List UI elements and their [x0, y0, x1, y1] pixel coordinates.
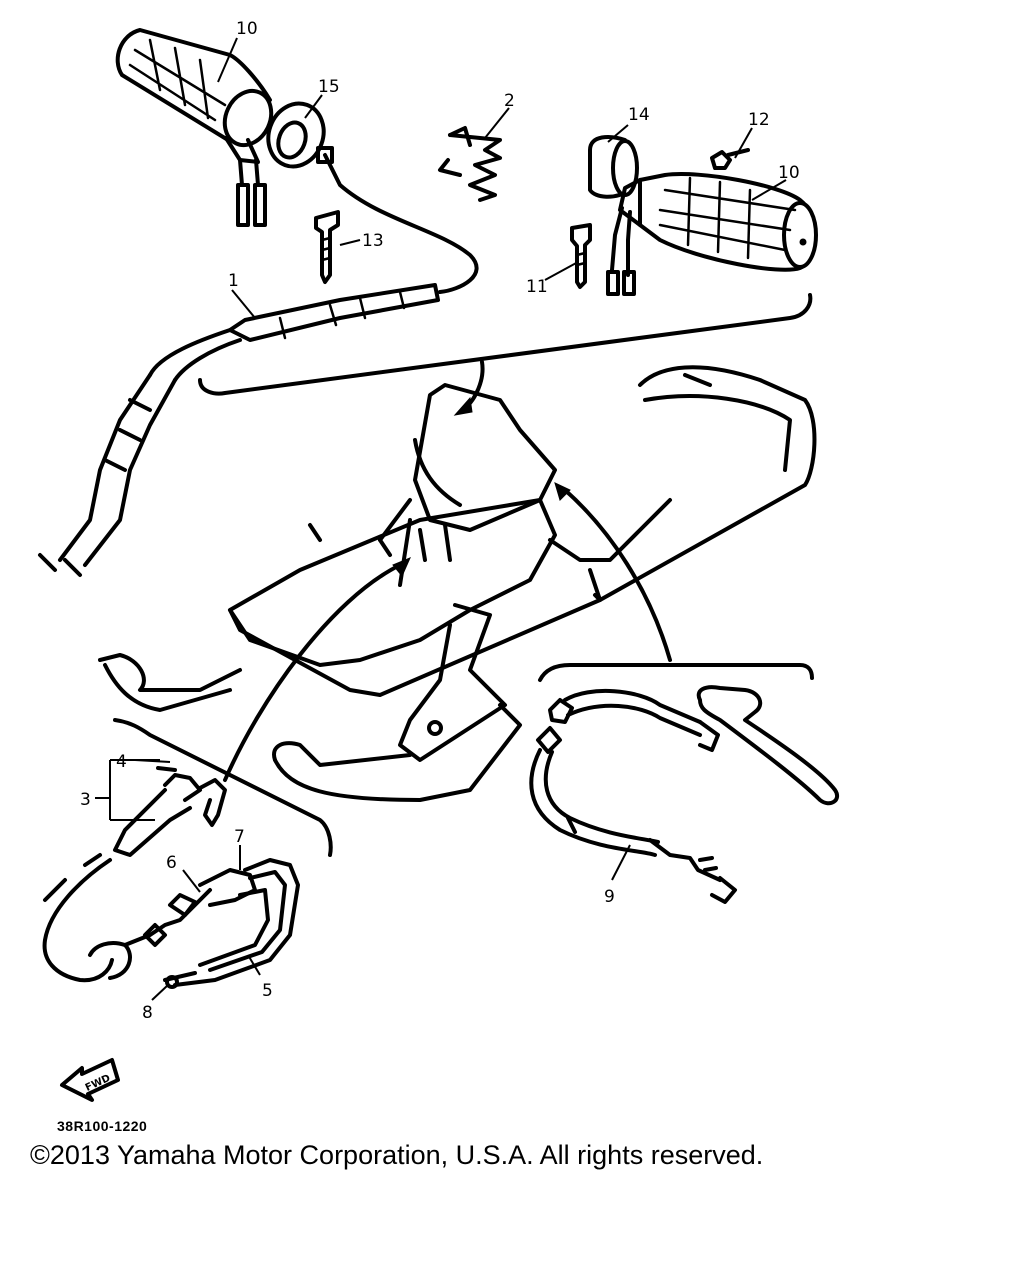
throttle-cable-assembly	[38, 146, 479, 577]
callout-8: 8	[142, 1003, 153, 1023]
brake-cable	[529, 689, 737, 904]
callout-10-left: 10	[236, 19, 258, 39]
brake-lever	[696, 685, 840, 806]
spacer	[588, 135, 639, 199]
handlebar-group-bracket	[198, 293, 813, 396]
throttle-cable	[42, 853, 300, 989]
callout-14: 14	[628, 105, 650, 125]
callouts: 10 15 2 14 12 10 13 11 1 4 3 7 6 5 8 9	[80, 19, 800, 1023]
diagram-part-code: 38R100-1220	[57, 1118, 148, 1134]
forward-arrow: FWD	[60, 1058, 120, 1102]
callout-9: 9	[604, 887, 615, 907]
callout-4: 4	[116, 752, 127, 772]
callout-1: 1	[228, 271, 239, 291]
grip-ring	[266, 101, 326, 169]
throttle-lever	[113, 766, 227, 857]
snowmobile-body	[98, 365, 817, 802]
callout-12: 12	[748, 110, 770, 130]
callout-6: 6	[166, 853, 177, 873]
callout-5: 5	[262, 981, 273, 1001]
callout-3: 3	[80, 790, 91, 810]
callout-15: 15	[318, 77, 340, 97]
left-grip	[115, 28, 274, 227]
right-grip	[606, 172, 818, 296]
callout-10-right: 10	[778, 163, 800, 183]
copyright-notice: ©2013 Yamaha Motor Corporation, U.S.A. A…	[30, 1140, 764, 1170]
bolt-12	[710, 148, 750, 170]
callout-13: 13	[362, 231, 384, 251]
callout-11: 11	[526, 277, 548, 297]
callout-2: 2	[504, 91, 515, 111]
screw-11	[570, 223, 592, 289]
leader-lines	[95, 37, 787, 1001]
screw-13	[314, 210, 340, 284]
brake-cable-arrow	[563, 488, 672, 662]
throttle-lever-arrow	[223, 563, 402, 782]
brake-group-bracket	[538, 663, 814, 682]
callout-7: 7	[234, 827, 245, 847]
clip	[438, 126, 502, 202]
throttle-group-bracket	[113, 718, 333, 857]
